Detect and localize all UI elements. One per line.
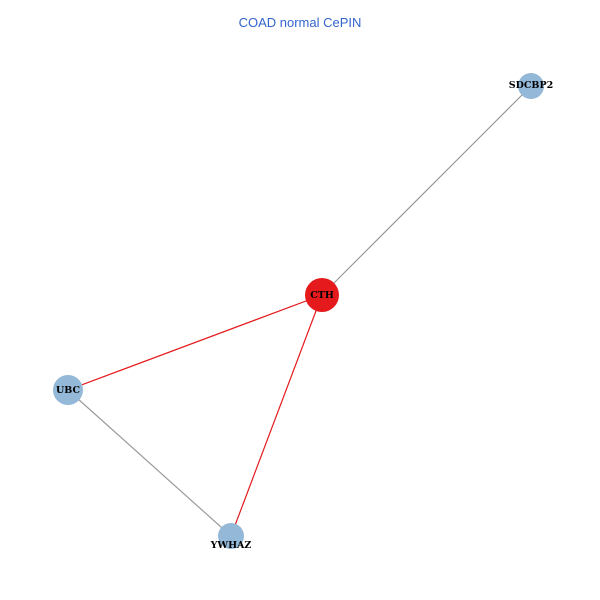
graph-edge-CTH-YWHAZ [230, 294, 323, 537]
node-label-CTH: CTH [310, 290, 334, 301]
node-label-UBC: UBC [56, 385, 80, 396]
graph-edge-SDCBP2-CTH [321, 85, 532, 296]
graph-edge-CTH-UBC [67, 294, 323, 391]
node-label-SDCBP2: SDCBP2 [509, 80, 553, 91]
graph-edge-UBC-YWHAZ [67, 389, 232, 537]
plot-title: COAD normal CePIN [238, 15, 362, 30]
graph-node-SDCBP2 [518, 73, 544, 99]
node-label-YWHAZ: YWHAZ [210, 540, 252, 551]
graph-node-YWHAZ [218, 523, 244, 549]
graph-node-CTH [305, 278, 339, 312]
graph-node-UBC [53, 375, 83, 405]
